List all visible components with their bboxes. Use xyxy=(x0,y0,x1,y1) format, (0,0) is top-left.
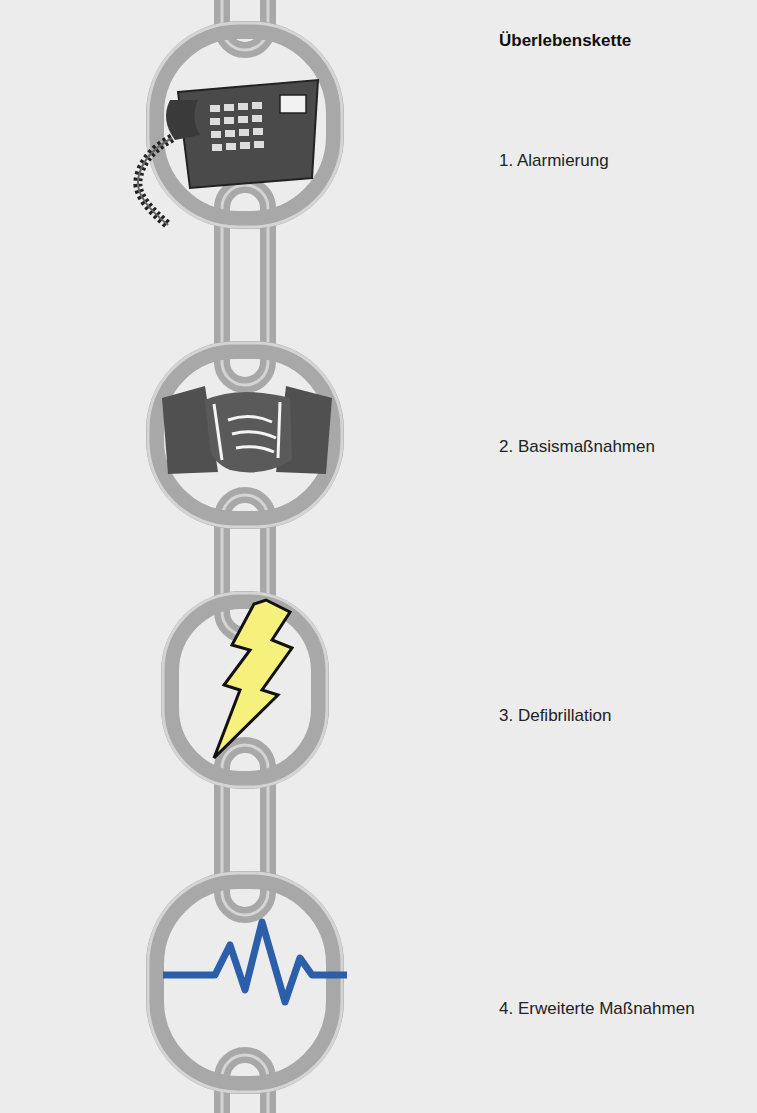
telephone-icon xyxy=(138,80,318,225)
lightning-icon xyxy=(214,600,292,758)
chain-link: 4. Erweiterte Maßnahmen xyxy=(145,870,345,1095)
chain-link-ring xyxy=(155,880,335,1085)
step-label: 2. Basismaßnahmen xyxy=(499,437,749,457)
step-label: 3. Defibrillation xyxy=(499,706,749,726)
chain-link-highlight xyxy=(222,495,268,635)
ecg-icon xyxy=(163,922,347,1002)
chain-link-highlight xyxy=(148,873,342,1092)
phone-body xyxy=(178,80,318,188)
phone-keypad xyxy=(210,102,264,151)
chain-link-ring xyxy=(170,600,320,780)
connecting-link-highlights xyxy=(222,0,268,1113)
chain-link-outline xyxy=(145,340,345,530)
chain-link-edge xyxy=(222,0,268,50)
chain-link-outline xyxy=(145,20,345,230)
phone-cord-core xyxy=(138,138,172,225)
phone-cord xyxy=(138,138,172,225)
left-sleeve xyxy=(162,386,218,474)
chain-link-edge xyxy=(222,745,268,915)
chain-link: 1. Alarmierung xyxy=(145,20,345,230)
chain-link-edge xyxy=(222,185,268,385)
chain-link-highlight xyxy=(222,0,268,50)
chain-link-outline xyxy=(145,870,345,1095)
chain-link-ring xyxy=(155,350,335,520)
chain-link-edge xyxy=(222,1055,268,1113)
chain-link-highlight xyxy=(148,23,342,227)
right-sleeve xyxy=(276,386,332,474)
diagram-title: Überlebenskette xyxy=(499,31,631,51)
chain-link-highlight xyxy=(222,1055,268,1113)
chain-link: 3. Defibrillation xyxy=(160,590,330,790)
chain-link-highlight xyxy=(222,745,268,915)
step-label: 1. Alarmierung xyxy=(499,151,749,171)
step-label: 4. Erweiterte Maßnahmen xyxy=(499,999,749,1019)
phone-display xyxy=(280,95,306,113)
phone-handset xyxy=(166,100,200,140)
handshake-icon xyxy=(162,386,332,474)
chain-link-outline xyxy=(160,590,330,790)
chain-link-edge xyxy=(222,495,268,635)
connecting-links xyxy=(222,0,268,1113)
chain-link-highlight xyxy=(163,593,327,787)
finger-lines xyxy=(214,402,280,460)
chain-link: 2. Basismaßnahmen xyxy=(145,340,345,530)
hands xyxy=(205,392,292,472)
chain-link-highlight xyxy=(148,343,342,527)
chain-link-ring xyxy=(155,30,335,220)
chain-link-highlight xyxy=(222,185,268,385)
